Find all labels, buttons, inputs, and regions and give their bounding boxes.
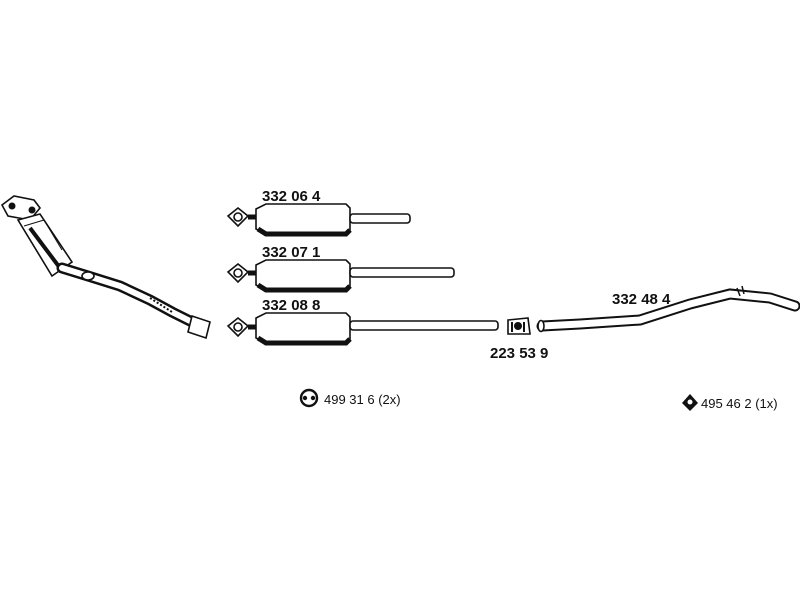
gasket-label: 495 46 2 (1x) [701,396,778,411]
middle-muffler-332-08-8[interactable] [226,312,499,346]
front-pipe-catalytic-converter[interactable] [0,195,211,340]
part-number-332-48-4: 332 48 4 [612,291,671,308]
tail-pipe-332-48-4[interactable] [536,285,800,333]
part-number-332-06-4: 332 06 4 [262,188,321,205]
part-number-332-08-8: 332 08 8 [262,297,320,314]
part-number-332-07-1: 332 07 1 [262,244,320,261]
part-number-223-53-9: 223 53 9 [490,345,548,362]
gasket-icon [682,394,698,411]
rubber-mount-icon [299,388,319,408]
rubber-mount-label: 499 31 6 (2x) [324,392,401,407]
pipe-clamp-223-53-9[interactable] [507,317,531,335]
middle-muffler-332-06-4[interactable] [226,203,411,237]
middle-muffler-332-07-1[interactable] [226,259,455,293]
